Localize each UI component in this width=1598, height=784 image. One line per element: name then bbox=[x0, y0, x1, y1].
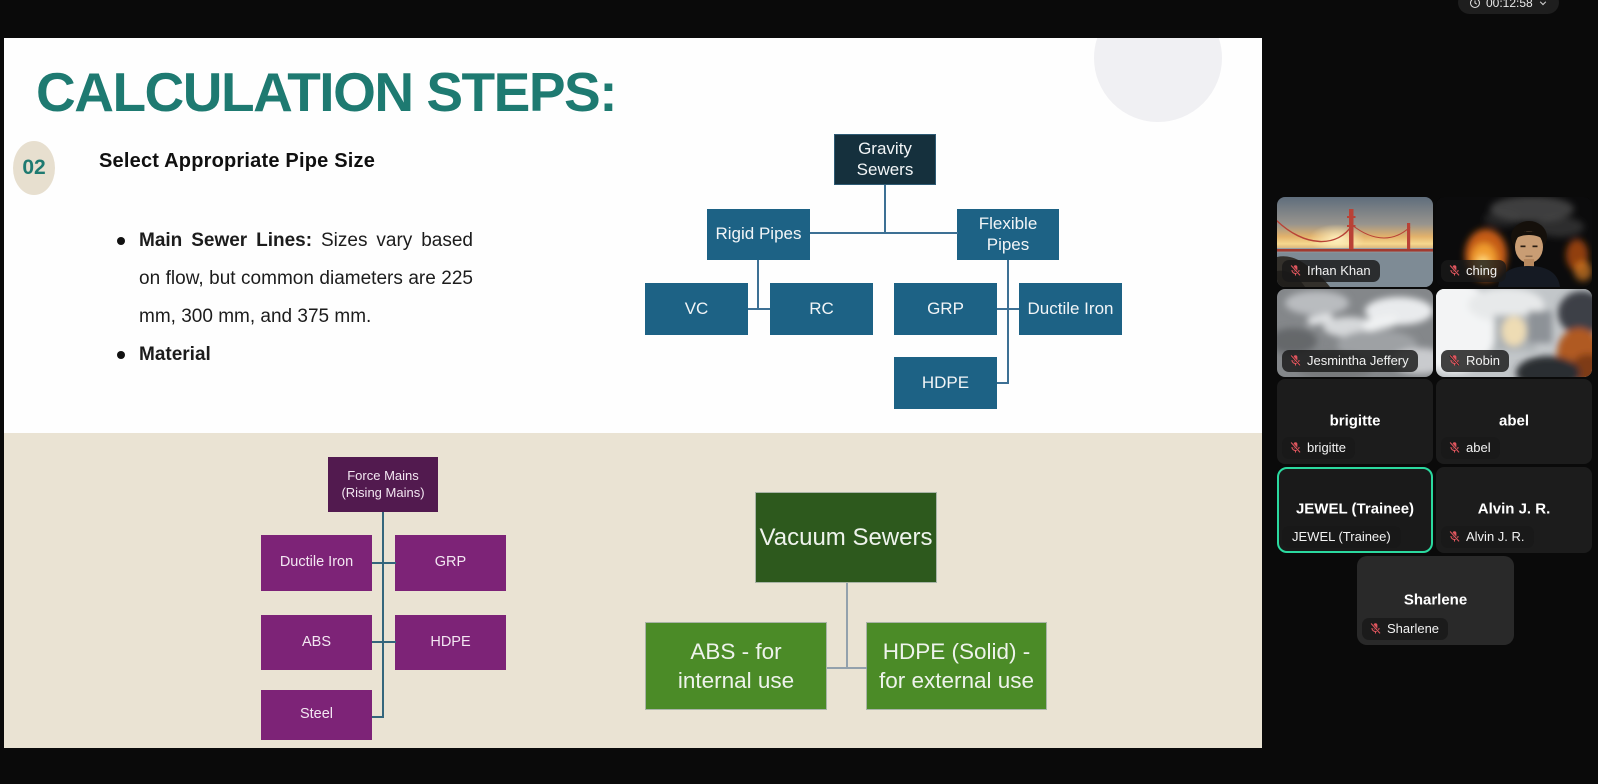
diagram-node-fm-steel: Steel bbox=[261, 690, 372, 740]
muted-mic-icon bbox=[1449, 530, 1460, 543]
diagram-node-gravity-sewers: Gravity Sewers bbox=[834, 134, 936, 185]
step-number: 02 bbox=[22, 156, 46, 179]
bullet-lead: Main Sewer Lines: bbox=[139, 230, 313, 251]
video-blurry-room bbox=[1436, 289, 1592, 377]
diagram-node-force-mains: Force Mains (Rising Mains) bbox=[328, 457, 438, 512]
participant-tile-alvin-j-r[interactable]: Alvin J. R. Alvin J. R. bbox=[1436, 467, 1592, 553]
muted-mic-icon bbox=[1449, 264, 1460, 277]
participant-name: Irhan Khan bbox=[1307, 263, 1371, 278]
slide-title: CALCULATION STEPS: bbox=[36, 61, 618, 123]
participant-name-tag: Sharlene bbox=[1362, 618, 1449, 640]
diagram-node-vac-abs: ABS - for internal use bbox=[645, 622, 827, 710]
diagram-node-rc: RC bbox=[770, 283, 873, 335]
participant-name: JEWEL (Trainee) bbox=[1292, 529, 1391, 544]
participant-display-name: Alvin J. R. bbox=[1477, 500, 1551, 518]
participant-tile-ching[interactable]: ching bbox=[1436, 197, 1592, 287]
participant-name: Jesmintha Jeffery bbox=[1307, 353, 1409, 368]
bullet-list: Main Sewer Lines: Sizes vary based on fl… bbox=[117, 222, 473, 374]
step-title: Select Appropriate Pipe Size bbox=[99, 150, 376, 172]
connector-line bbox=[997, 382, 1009, 384]
chevron-down-icon[interactable] bbox=[1538, 0, 1548, 8]
muted-mic-icon bbox=[1449, 441, 1460, 454]
connector-line bbox=[372, 716, 383, 718]
bullet-material: Material bbox=[117, 336, 473, 374]
diagram-node-fm-hdpe: HDPE bbox=[395, 615, 506, 670]
connector-line bbox=[757, 260, 759, 309]
participant-name-tag: ching bbox=[1441, 260, 1507, 282]
connector-line bbox=[997, 308, 1019, 310]
bullet-lead: Material bbox=[139, 344, 211, 365]
diagram-node-vacuum-sewers: Vacuum Sewers bbox=[755, 492, 937, 583]
participant-tile-jesmintha-jeffery[interactable]: Jesmintha Jeffery bbox=[1277, 289, 1433, 377]
participant-name-tag: Robin bbox=[1441, 350, 1509, 372]
timer-value: 00:12:58 bbox=[1486, 0, 1533, 10]
clock-icon bbox=[1469, 0, 1481, 8]
diagram-node-fm-grp: GRP bbox=[395, 535, 506, 591]
slide-lower-section bbox=[4, 433, 1262, 748]
connector-line bbox=[846, 583, 848, 669]
decorative-ring bbox=[1094, 38, 1222, 122]
diagram-node-vc: VC bbox=[645, 283, 748, 335]
connector-line bbox=[382, 512, 384, 718]
participant-name: abel bbox=[1466, 440, 1491, 455]
muted-mic-icon bbox=[1290, 441, 1301, 454]
bullet-main-sewer-lines: Main Sewer Lines: Sizes vary based on fl… bbox=[117, 222, 473, 336]
participant-name: Robin bbox=[1466, 353, 1500, 368]
connector-line bbox=[810, 232, 958, 234]
diagram-node-vac-hdpe: HDPE (Solid) - for external use bbox=[866, 622, 1047, 710]
diagram-node-ductile-iron: Ductile Iron bbox=[1019, 283, 1122, 335]
diagram-node-rigid-pipes: Rigid Pipes bbox=[707, 209, 810, 260]
connector-line bbox=[372, 641, 396, 643]
participant-tile-jewel-trainee[interactable]: JEWEL (Trainee) JEWEL (Trainee) bbox=[1277, 467, 1433, 553]
connector-line bbox=[748, 308, 770, 310]
participant-display-name: JEWEL (Trainee) bbox=[1295, 500, 1415, 518]
diagram-node-fm-ductile-iron: Ductile Iron bbox=[261, 535, 372, 591]
participant-name-tag: brigitte bbox=[1282, 437, 1356, 459]
participant-tile-robin[interactable]: Robin bbox=[1436, 289, 1592, 377]
participant-tile-abel[interactable]: abel abel bbox=[1436, 379, 1592, 464]
diagram-node-flexible-pipes: Flexible Pipes bbox=[957, 209, 1059, 260]
participant-name: Sharlene bbox=[1387, 621, 1440, 636]
participant-name: Alvin J. R. bbox=[1466, 529, 1525, 544]
participant-display-name: brigitte bbox=[1329, 412, 1381, 430]
participant-display-name: Sharlene bbox=[1403, 591, 1468, 609]
participant-tile-irhan-khan[interactable]: Irhan Khan bbox=[1277, 197, 1433, 287]
connector-line bbox=[1007, 260, 1009, 384]
connector-line bbox=[884, 185, 886, 233]
bullet-text: Sizes vary based on flow, but common dia… bbox=[139, 230, 473, 327]
meeting-timer[interactable]: 00:12:58 bbox=[1458, 0, 1559, 14]
participant-name-tag: JEWEL (Trainee) bbox=[1282, 526, 1401, 548]
muted-mic-icon bbox=[1290, 264, 1301, 277]
participant-tile-brigitte[interactable]: brigitte brigitte bbox=[1277, 379, 1433, 464]
diagram-node-hdpe: HDPE bbox=[894, 357, 997, 409]
muted-mic-icon bbox=[1449, 354, 1460, 367]
participant-name: brigitte bbox=[1307, 440, 1347, 455]
diagram-node-fm-abs: ABS bbox=[261, 615, 372, 670]
shared-screen-slide: CALCULATION STEPS: 02 Select Appropriate… bbox=[4, 38, 1262, 748]
participant-tile-sharlene[interactable]: Sharlene Sharlene bbox=[1357, 556, 1514, 645]
participant-name-tag: Irhan Khan bbox=[1282, 260, 1380, 282]
connector-line bbox=[372, 562, 396, 564]
bullet-dot bbox=[117, 237, 125, 245]
diagram-node-grp: GRP bbox=[894, 283, 997, 335]
muted-mic-icon bbox=[1290, 354, 1301, 367]
participant-name-tag: Alvin J. R. bbox=[1441, 526, 1534, 548]
step-number-badge: 02 bbox=[13, 141, 55, 195]
participant-name-tag: Jesmintha Jeffery bbox=[1282, 350, 1418, 372]
participant-display-name: abel bbox=[1498, 412, 1529, 430]
muted-mic-icon bbox=[1370, 622, 1381, 635]
participant-name: ching bbox=[1466, 263, 1498, 278]
bullet-dot bbox=[117, 351, 125, 359]
participant-name-tag: abel bbox=[1441, 437, 1500, 459]
connector-line bbox=[827, 667, 867, 669]
